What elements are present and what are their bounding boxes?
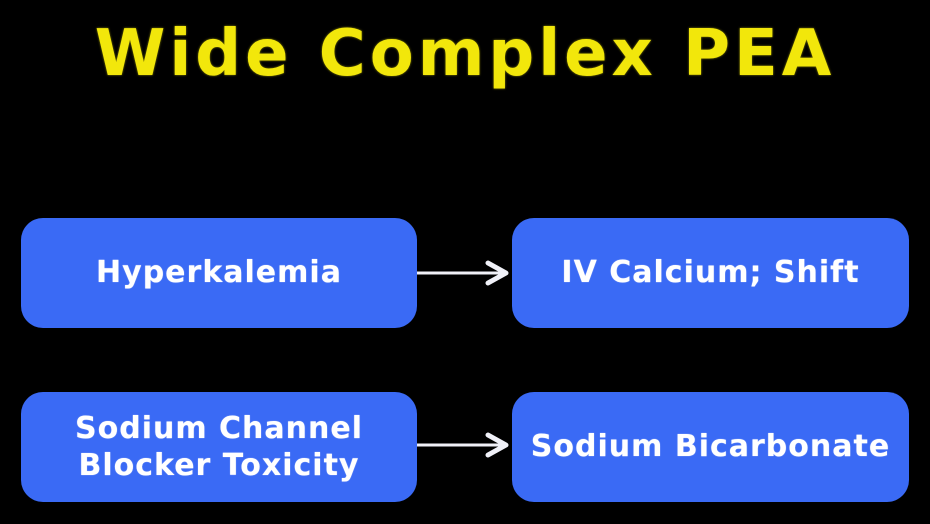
box-sodium-channel-blocker-toxicity: Sodium Channel Blocker Toxicity: [21, 392, 417, 502]
arrow-right-icon: [417, 260, 509, 286]
box-hyperkalemia: Hyperkalemia: [21, 218, 417, 328]
box-label: Hyperkalemia: [96, 255, 342, 291]
arrow-right-icon: [417, 432, 509, 458]
box-sodium-bicarbonate: Sodium Bicarbonate: [512, 392, 909, 502]
slide-title: Wide Complex PEA: [94, 17, 836, 91]
box-iv-calcium-shift: IV Calcium; Shift: [512, 218, 909, 328]
box-label: Sodium Bicarbonate: [530, 429, 891, 465]
box-label: Sodium Channel Blocker Toxicity: [75, 410, 363, 484]
box-label: IV Calcium; Shift: [561, 255, 860, 291]
